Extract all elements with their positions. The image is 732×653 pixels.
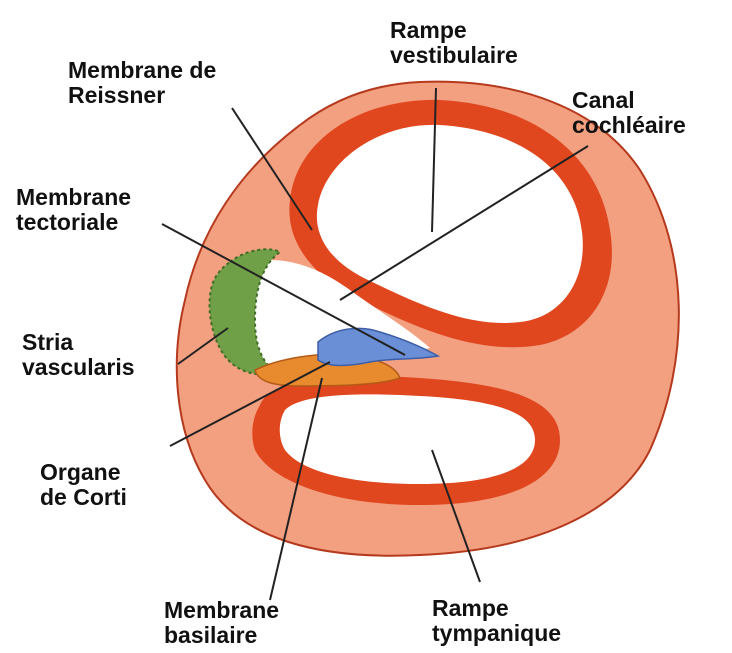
label-membrane-tectoriale: Membrane tectoriale [16, 185, 131, 235]
label-stria-vascularis: Stria vascularis [22, 330, 135, 380]
label-membrane-basilaire: Membrane basilaire [164, 598, 279, 648]
label-rampe-vestibulaire: Rampe vestibulaire [390, 18, 518, 68]
label-rampe-tympanique: Rampe tympanique [432, 596, 561, 646]
scala-tympani-cavity [280, 394, 535, 484]
label-membrane-de-reissner: Membrane de Reissner [68, 58, 216, 108]
label-canal-cochleaire: Canal cochléaire [572, 88, 686, 138]
label-organe-de-corti: Organe de Corti [40, 460, 127, 510]
